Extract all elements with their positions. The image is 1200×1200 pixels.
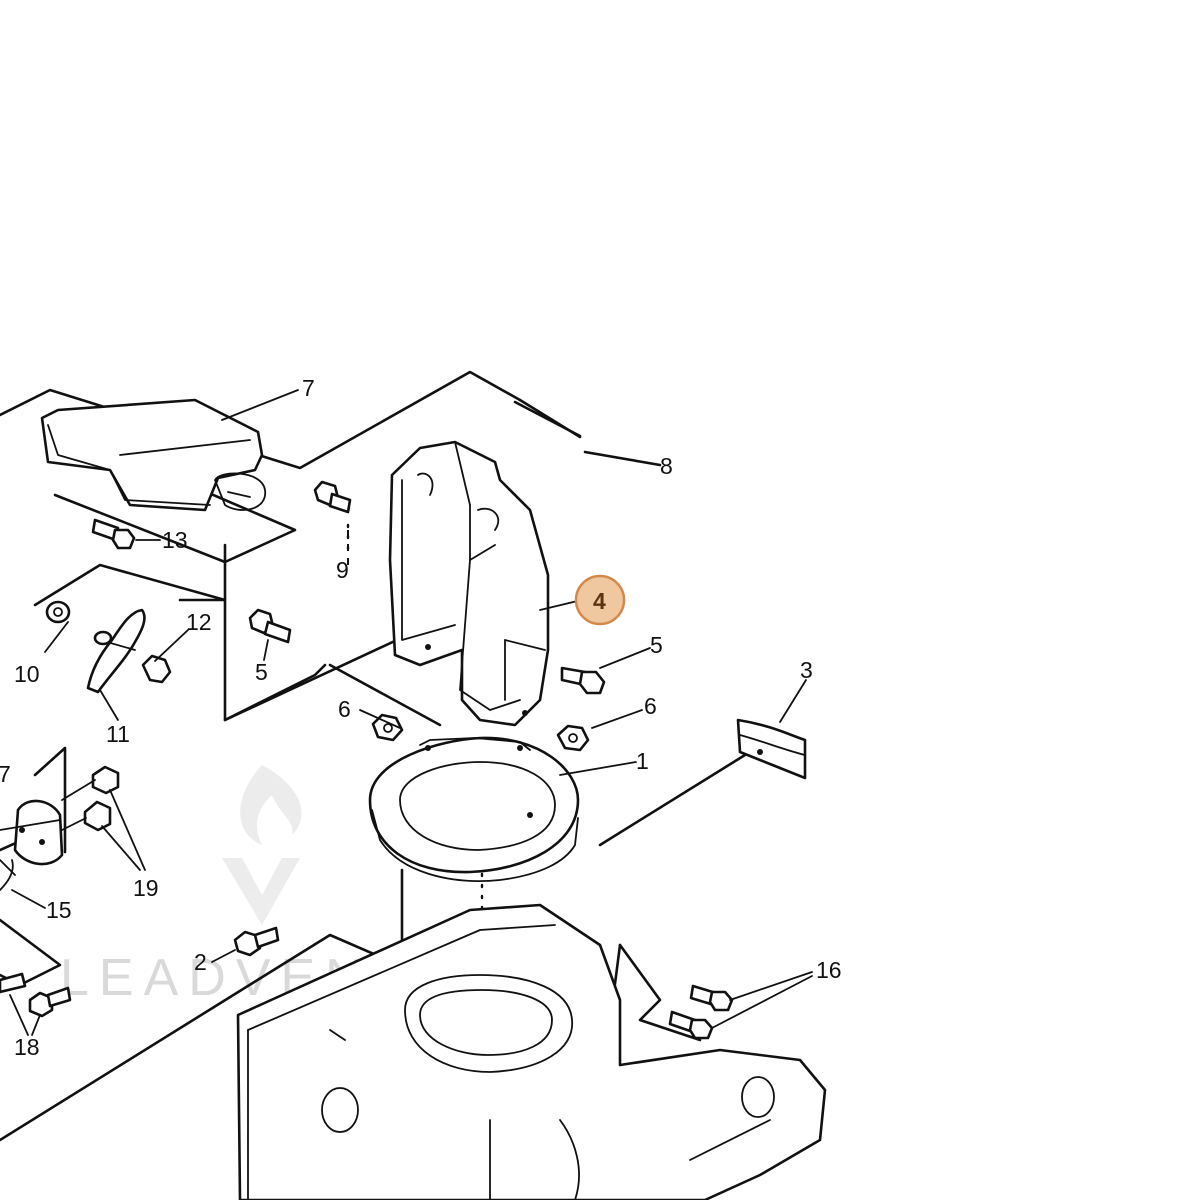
part-9-bolt [313,480,352,514]
part-13-bolt [91,518,136,550]
lower-housing [236,903,827,1200]
part-17-bracket-left [0,746,67,891]
callout-12: 12 [186,609,212,635]
callout-9: 9 [336,557,349,583]
part-16-bolts [668,984,734,1040]
callout-1: 1 [636,748,649,774]
part-11-handle [86,608,146,694]
callout-5-right: 5 [650,632,663,658]
part-6-nut-right [556,724,590,752]
callout-10: 10 [14,661,40,687]
part-18-bolts [0,972,72,1018]
part-5-bolt-left [248,608,292,644]
callout-7-left: 7 [0,761,11,787]
part-12-nut [141,654,172,684]
callout-3: 3 [800,657,813,683]
callout-8: 8 [660,453,673,479]
flame-v-logo-icon [222,765,302,925]
callout-4[interactable]: 4 [593,588,606,614]
part-1-chute-ring [368,736,580,882]
callout-6-left: 6 [338,696,351,722]
part-5-bolt-right [560,666,606,695]
callout-5-left: 5 [255,659,268,685]
callout-7-top: 7 [302,375,315,401]
leader-lines [9,389,813,1036]
part-2-bolt [233,926,280,957]
callout-2: 2 [194,949,207,975]
part-6-nut-left [371,713,404,742]
callout-13: 13 [162,527,188,553]
callout-16: 16 [816,957,842,983]
callout-11: 11 [106,721,130,747]
callout-15: 15 [46,897,72,923]
callout-6-right: 6 [644,693,657,719]
highlight-marker-4 [574,574,626,626]
callout-18: 18 [14,1034,40,1060]
part-4-discharge-chute [388,440,550,727]
part-10-washer [45,600,71,624]
part-7-deflector-bracket [40,398,266,512]
callout-19: 19 [133,875,159,901]
part-3-deflector-piece [736,718,807,780]
callout-labels: 1 2 3 4 5 5 6 6 7 7 8 9 10 11 12 13 15 1… [0,375,842,1060]
part-19-nuts [61,765,120,832]
